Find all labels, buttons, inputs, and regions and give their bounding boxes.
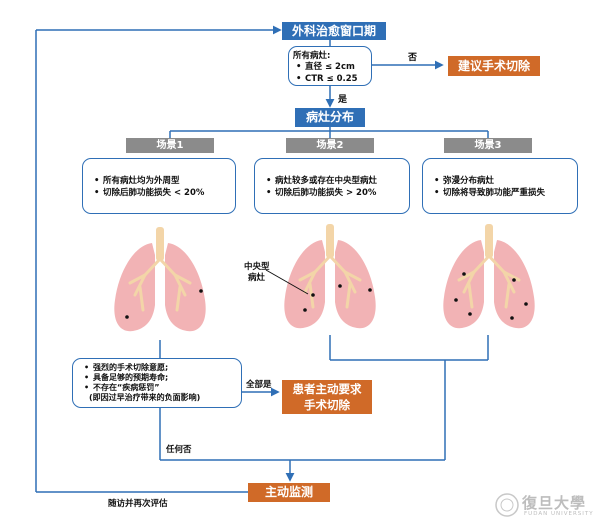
lesion-dot bbox=[338, 284, 342, 288]
fudan-seal-icon bbox=[495, 493, 519, 517]
lesion-dot bbox=[524, 302, 528, 306]
conditions-box: 强烈的手术切除意愿; 具备足够的预期寿命; 不存在“疾病惩罚” (即因过早治疗带… bbox=[72, 358, 242, 408]
scenario-item: 切除后肺功能损失 < 20% bbox=[94, 187, 227, 199]
scenario-item: 病灶较多或存在中央型病灶 bbox=[266, 175, 401, 187]
condition-item: 不存在“疾病惩罚” bbox=[84, 383, 233, 393]
lung-illustration-3-icon bbox=[443, 224, 535, 329]
lesion-dot bbox=[462, 272, 466, 276]
scenario-2-box: 病灶较多或存在中央型病灶 切除后肺功能损失 > 20% bbox=[254, 158, 410, 214]
no-label: 否 bbox=[408, 53, 418, 63]
central-lesion-pointer bbox=[265, 269, 309, 295]
lung-illustration-1-icon bbox=[114, 227, 206, 332]
lesion-dot bbox=[454, 298, 458, 302]
scenario-item: 弥漫分布病灶 bbox=[434, 175, 569, 187]
central-lesion-label-line: 病灶 bbox=[248, 273, 266, 283]
lesion-dot bbox=[311, 293, 315, 297]
lesion-dot bbox=[125, 315, 129, 319]
scenario-1-box: 所有病灶均为外周型 切除后肺功能损失 < 20% bbox=[82, 158, 236, 214]
followup-label: 随访并再次评估 bbox=[108, 499, 168, 509]
condition-item: 具备足够的预期寿命; bbox=[84, 373, 233, 383]
condition-note: (即因过早治疗带来的负面影响) bbox=[89, 393, 201, 402]
scenario-item: 切除将导致肺功能严重损失 bbox=[434, 187, 569, 199]
lesion-dot bbox=[199, 289, 203, 293]
lesion-dot bbox=[512, 278, 516, 282]
central-lesion-label-line: 中央型 bbox=[244, 262, 270, 272]
active-monitoring: 主动监测 bbox=[248, 483, 330, 502]
scenario-3-header: 场景3 bbox=[444, 138, 532, 153]
patient-request-surgery: 患者主动要求 手术切除 bbox=[282, 380, 372, 414]
any-no-label: 任何否 bbox=[166, 445, 192, 455]
patient-request-line: 手术切除 bbox=[304, 398, 350, 412]
lesion-dot bbox=[303, 308, 307, 312]
scenario-2-header: 场景2 bbox=[286, 138, 374, 153]
lung-illustration-2-icon bbox=[284, 224, 376, 329]
lesion-dot bbox=[510, 316, 514, 320]
criteria-heading: 所有病灶: bbox=[293, 51, 331, 61]
fudan-watermark-sub: FUDAN UNIVERSITY bbox=[524, 511, 594, 517]
window-title: 外科治愈窗口期 bbox=[282, 22, 386, 40]
criteria-item: CTR ≤ 0.25 bbox=[296, 73, 367, 85]
criteria-item: 直径 ≤ 2cm bbox=[296, 61, 367, 73]
scenario-item: 所有病灶均为外周型 bbox=[94, 175, 227, 187]
central-lesion-label: 中央型 病灶 bbox=[244, 262, 270, 284]
lesion-dot bbox=[368, 288, 372, 292]
fudan-watermark-name: 復旦大學 bbox=[522, 494, 587, 512]
patient-request-line: 患者主动要求 bbox=[292, 382, 362, 396]
all-yes-label: 全部是 bbox=[246, 380, 272, 390]
recommend-surgery: 建议手术切除 bbox=[448, 56, 540, 76]
yes-label: 是 bbox=[338, 95, 348, 105]
scenario-3-box: 弥漫分布病灶 切除将导致肺功能严重损失 bbox=[422, 158, 578, 214]
lesion-distribution: 病灶分布 bbox=[295, 108, 365, 127]
condition-item: 强烈的手术切除意愿; bbox=[84, 363, 233, 373]
criteria-box: 所有病灶: 直径 ≤ 2cm CTR ≤ 0.25 bbox=[288, 46, 372, 86]
lesion-dot bbox=[468, 312, 472, 316]
scenario-1-header: 场景1 bbox=[126, 138, 214, 153]
scenario-item: 切除后肺功能损失 > 20% bbox=[266, 187, 401, 199]
